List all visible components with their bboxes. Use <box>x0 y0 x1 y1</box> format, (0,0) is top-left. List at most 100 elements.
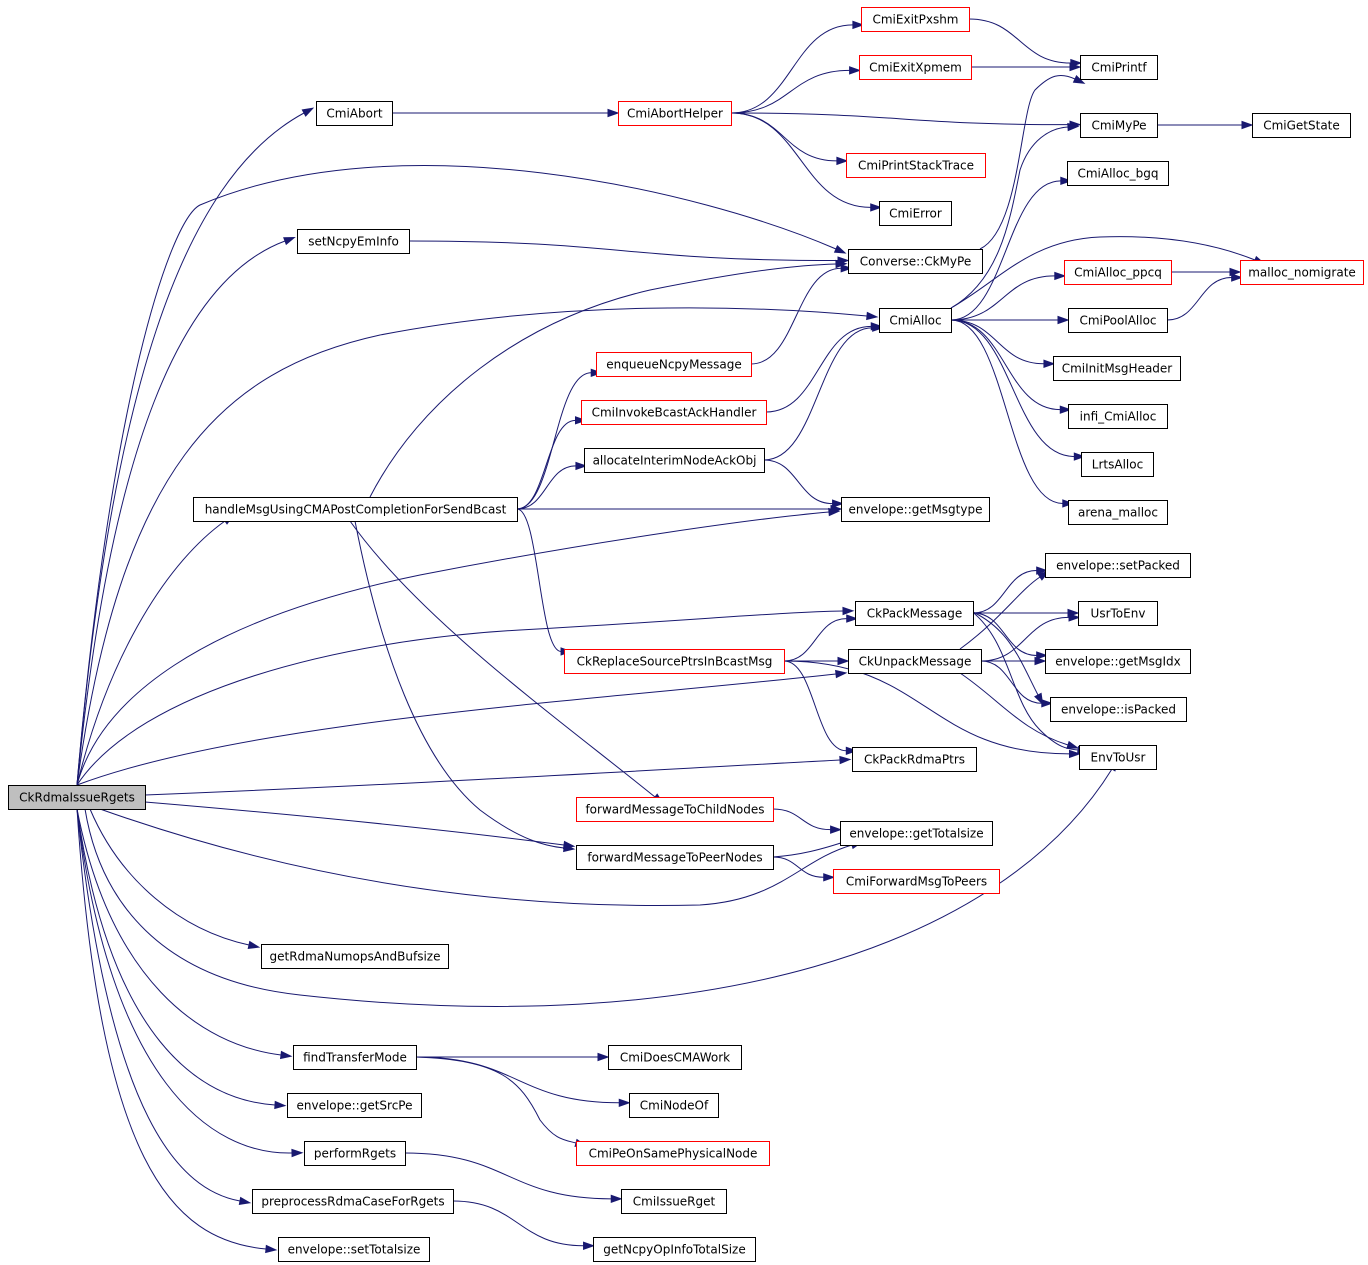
function-node-CmiAlloc_bgq[interactable]: CmiAlloc_bgq <box>1067 161 1169 186</box>
edge-line <box>516 465 576 510</box>
function-node-malloc_nomigrate[interactable]: malloc_nomigrate <box>1240 260 1364 285</box>
function-node-fwdPeer[interactable]: forwardMessageToPeerNodes <box>576 845 774 870</box>
function-node-ConverseCkMyPe[interactable]: Converse::CkMyPe <box>848 249 983 274</box>
function-node-allocateInterimNodeAckObj[interactable]: allocateInterimNodeAckObj <box>584 448 765 473</box>
call-edge-handleMsg-to-fwdPeer <box>354 520 576 853</box>
call-edge-root-to-CmiAbort <box>76 107 315 786</box>
node-box <box>8 785 146 810</box>
arrowhead-icon <box>279 1050 293 1060</box>
arrowhead-icon <box>1241 120 1254 130</box>
function-node-CkPackMessage[interactable]: CkPackMessage <box>855 601 974 626</box>
node-label: CmiAlloc_ppcq <box>1074 266 1162 280</box>
arrowhead-icon <box>1231 273 1244 282</box>
function-node-CmiInitMsgHeader[interactable]: CmiInitMsgHeader <box>1053 356 1181 381</box>
node-label: CkReplaceSourcePtrsInBcastMsg <box>577 655 773 669</box>
function-node-CmiDoesCMAWork[interactable]: CmiDoesCMAWork <box>608 1045 742 1070</box>
function-node-fwdChild[interactable]: forwardMessageToChildNodes <box>576 797 774 822</box>
edge-line <box>763 327 873 461</box>
function-node-setPacked[interactable]: envelope::setPacked <box>1045 553 1191 578</box>
function-node-getNcpyOpInfo[interactable]: getNcpyOpInfoTotalSize <box>593 1237 756 1262</box>
function-node-LrtsAlloc[interactable]: LrtsAlloc <box>1081 452 1154 477</box>
arrowhead-icon <box>840 264 853 273</box>
function-node-CmiAlloc_ppcq[interactable]: CmiAlloc_ppcq <box>1064 260 1172 285</box>
function-node-CmiPrintStackTrace[interactable]: CmiPrintStackTrace <box>846 153 986 178</box>
node-label: CmiExitPxshm <box>872 13 958 27</box>
call-edge-allocateInterimNodeAckObj-to-CmiAlloc <box>763 323 885 461</box>
function-node-CmiInvokeBcastAckHandler[interactable]: CmiInvokeBcastAckHandler <box>581 400 767 425</box>
arrowhead-icon <box>597 1052 610 1062</box>
node-box <box>297 229 410 254</box>
node-label: envelope::getSrcPe <box>296 1099 412 1113</box>
function-node-CmiIssueRget[interactable]: CmiIssueRget <box>621 1189 727 1214</box>
function-node-CmiMyPe[interactable]: CmiMyPe <box>1080 113 1158 138</box>
call-edge-performRgets-to-CmiIssueRget <box>404 1152 623 1204</box>
call-edge-allocateInterimNodeAckObj-to-getMsgtype <box>763 459 845 508</box>
arrowhead-icon <box>575 461 588 471</box>
function-node-CmiForwardMsgToPeers[interactable]: CmiForwardMsgToPeers <box>833 869 1000 894</box>
edge-line <box>76 808 267 1250</box>
call-edge-CkUnpackMessage-to-EnvToUsr <box>959 672 1079 749</box>
function-node-root[interactable]: CkRdmaIssueRgets <box>8 785 146 810</box>
function-node-findTransferMode[interactable]: findTransferMode <box>293 1045 417 1070</box>
function-node-getTotalsize[interactable]: envelope::getTotalsize <box>840 821 993 846</box>
function-node-CmiExitPxshm[interactable]: CmiExitPxshm <box>861 7 970 32</box>
node-label: UsrToEnv <box>1091 607 1146 621</box>
edge-line <box>415 1056 577 1144</box>
edge-line <box>76 307 868 786</box>
function-node-CmiAlloc[interactable]: CmiAlloc <box>879 308 952 333</box>
function-node-getMsgIdx[interactable]: envelope::getMsgIdx <box>1045 649 1191 674</box>
node-box <box>1068 404 1168 429</box>
function-node-CmiError[interactable]: CmiError <box>879 201 952 226</box>
arrowhead-icon <box>583 1241 596 1250</box>
edge-line <box>972 612 1037 656</box>
function-node-CmiPrintf[interactable]: CmiPrintf <box>1080 55 1158 80</box>
edge-line <box>354 520 565 849</box>
node-label: CmiForwardMsgToPeers <box>846 875 987 889</box>
node-box <box>1240 260 1364 285</box>
function-node-CmiExitXpmem[interactable]: CmiExitXpmem <box>859 55 972 80</box>
node-box <box>1078 601 1158 626</box>
call-edge-root-to-CkPackRdmaPtrs <box>144 755 852 796</box>
function-node-setNcpyEmInfo[interactable]: setNcpyEmInfo <box>297 229 410 254</box>
function-node-CmiGetState[interactable]: CmiGetState <box>1252 113 1351 138</box>
function-node-EnvToUsr[interactable]: EnvToUsr <box>1079 745 1157 770</box>
function-node-UsrToEnv[interactable]: UsrToEnv <box>1078 601 1158 626</box>
node-box <box>1079 745 1157 770</box>
function-node-preprocessRdma[interactable]: preprocessRdmaCaseForRgets <box>252 1189 454 1214</box>
function-node-CmiPeOnSame[interactable]: CmiPeOnSamePhysicalNode <box>576 1141 770 1166</box>
call-edge-root-to-setTotalsize <box>76 808 278 1254</box>
arrowhead-icon <box>835 259 848 269</box>
function-node-enqueueNcpyMessage[interactable]: enqueueNcpyMessage <box>596 352 752 377</box>
function-node-getSrcPe[interactable]: envelope::getSrcPe <box>287 1093 422 1118</box>
arrowhead-icon <box>849 66 862 75</box>
function-node-CkReplaceSourcePtrs[interactable]: CkReplaceSourcePtrsInBcastMsg <box>564 649 785 674</box>
arrowhead-icon <box>830 825 843 834</box>
node-box <box>1068 500 1168 525</box>
function-node-infi_CmiAlloc[interactable]: infi_CmiAlloc <box>1068 404 1168 429</box>
node-box <box>879 201 952 226</box>
node-label: CmiPoolAlloc <box>1079 314 1156 328</box>
function-node-CkUnpackMessage[interactable]: CkUnpackMessage <box>848 649 982 674</box>
call-edge-CmiInvokeBcastAckHandler-to-CmiAlloc <box>765 322 883 413</box>
node-box <box>252 1189 454 1214</box>
edge-line <box>76 511 830 786</box>
function-node-getRdmaNumops[interactable]: getRdmaNumopsAndBufsize <box>261 944 449 969</box>
function-node-CmiNodeOf[interactable]: CmiNodeOf <box>629 1093 719 1118</box>
function-node-setTotalsize[interactable]: envelope::setTotalsize <box>278 1237 430 1262</box>
function-node-CkPackRdmaPtrs[interactable]: CkPackRdmaPtrs <box>852 747 977 772</box>
function-node-CmiAbortHelper[interactable]: CmiAbortHelper <box>618 101 732 126</box>
arrowhead-icon <box>1034 656 1047 666</box>
node-box <box>833 869 1000 894</box>
function-node-arena_malloc[interactable]: arena_malloc <box>1068 500 1168 525</box>
function-node-getMsgtype[interactable]: envelope::getMsgtype <box>841 497 990 522</box>
edge-line <box>415 1056 620 1104</box>
function-node-CmiPoolAlloc[interactable]: CmiPoolAlloc <box>1068 308 1168 333</box>
call-edge-CkUnpackMessage-to-isPacked <box>980 660 1054 708</box>
node-label: envelope::getTotalsize <box>849 827 983 841</box>
function-node-handleMsg[interactable]: handleMsgUsingCMAPostCompletionForSendBc… <box>193 497 518 522</box>
function-node-CmiAbort[interactable]: CmiAbort <box>316 101 393 126</box>
function-node-performRgets[interactable]: performRgets <box>304 1141 406 1166</box>
function-node-isPacked[interactable]: envelope::isPacked <box>1050 697 1187 722</box>
node-label: CmiError <box>889 207 942 221</box>
